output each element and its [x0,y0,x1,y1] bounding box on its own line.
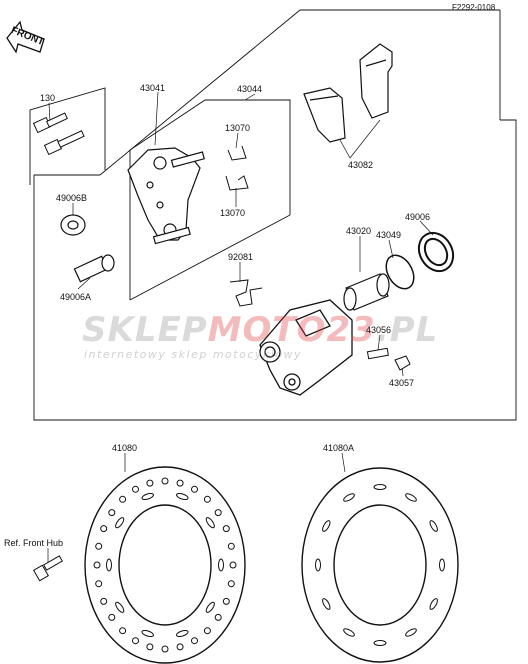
disc-hole [191,637,198,645]
disc-hole [203,627,211,635]
disc-hole [93,561,101,569]
disc-hole [100,597,108,605]
part-label-43020: 43020 [346,226,372,236]
front-arrow-icon [6,20,45,54]
seal-43049-icon [385,254,415,290]
pad-spring-clip-icon [225,145,249,191]
disc-hole [227,580,235,588]
disc-hole [100,525,108,533]
assembly-frame [29,9,517,421]
part-label-43056: 43056 [366,325,392,335]
disc-hole [146,479,154,487]
bolt-130-icon [32,112,85,156]
disc-hole [176,643,184,651]
disc-hole [191,485,198,493]
disc-hole [373,640,387,646]
disc-hole [176,492,189,501]
brake-disc-41080a-icon [301,467,459,663]
disc-hole [214,509,222,517]
disc-hole [115,517,125,529]
disc-hole [141,492,154,501]
part-label-43057: 43057 [389,378,415,388]
disc-hole [146,643,154,651]
leader-lines [47,91,434,565]
brake-pads-icon [303,43,393,143]
disc-hole [343,493,355,502]
disc-hole [161,477,169,485]
disc-hole [132,637,139,645]
seal-49006-icon [417,231,455,273]
disc-hole [115,601,125,613]
disc-hole [322,598,331,610]
part-label-130: 130 [40,93,56,103]
part-label-49006b: 49006B [56,193,88,203]
disc-hole [141,629,154,638]
disc-hole [429,598,438,610]
caliper-body-icon [259,299,353,396]
disc-hole [176,629,189,638]
disc-hole [405,628,417,637]
disc-hole [214,613,222,621]
hub-bolt-icon [32,555,63,582]
part-label-92081: 92081 [228,252,254,262]
disc-hole [227,542,235,550]
spring-92081-icon [229,279,263,307]
disc-hole [429,520,438,532]
watermark-logo: SKLEPMOTO23.PL [82,310,439,350]
disc-hole [176,479,184,487]
part-label-43049: 43049 [376,230,402,240]
piston-43020-icon [343,273,390,311]
disc-hole [405,493,417,502]
disc-hole [119,627,127,635]
disc-hole [106,558,112,572]
disc-hole [205,517,215,529]
ref-front-hub-label: Ref. Front Hub [4,538,64,548]
bleed-cap-icon [394,355,411,371]
disc-hole [222,597,230,605]
disc-hole [132,485,139,493]
disc-hole [222,525,230,533]
brake-disc-41080-icon [84,466,246,664]
boot-49006b-icon [60,214,86,236]
caliper-bracket-icon [127,147,205,245]
disc-hole [218,558,224,572]
bleed-valve-icon [366,347,389,360]
part-label-13070-top: 13070 [225,123,251,133]
disc-hole [439,558,445,572]
part-label-43041: 43041 [140,83,166,93]
watermark-tagline: internetowy sklep motocyklowy [84,348,303,361]
part-label-43044: 43044 [237,84,263,94]
disc-hole [161,645,169,653]
disc-hole [322,520,331,532]
part-label-41080a: 41080A [323,443,355,453]
disc-hole [205,601,215,613]
part-label-13070-bottom: 13070 [220,208,246,218]
disc-hole [108,613,116,621]
disc-hole [95,542,103,550]
disc-hole [373,484,387,490]
disc-hole [108,509,116,517]
boot-49006a-icon [73,254,115,283]
part-label-43082: 43082 [348,160,374,170]
disc-hole [95,580,103,588]
disc-hole [229,561,237,569]
part-label-49006: 49006 [405,212,431,222]
disc-hole [343,628,355,637]
diagram-code: F2292-0108 [452,3,496,12]
disc-hole [315,558,321,572]
part-label-41080: 41080 [112,443,138,453]
disc-hole [203,495,211,503]
part-label-49006a: 49006A [60,292,92,302]
disc-hole [119,495,127,503]
